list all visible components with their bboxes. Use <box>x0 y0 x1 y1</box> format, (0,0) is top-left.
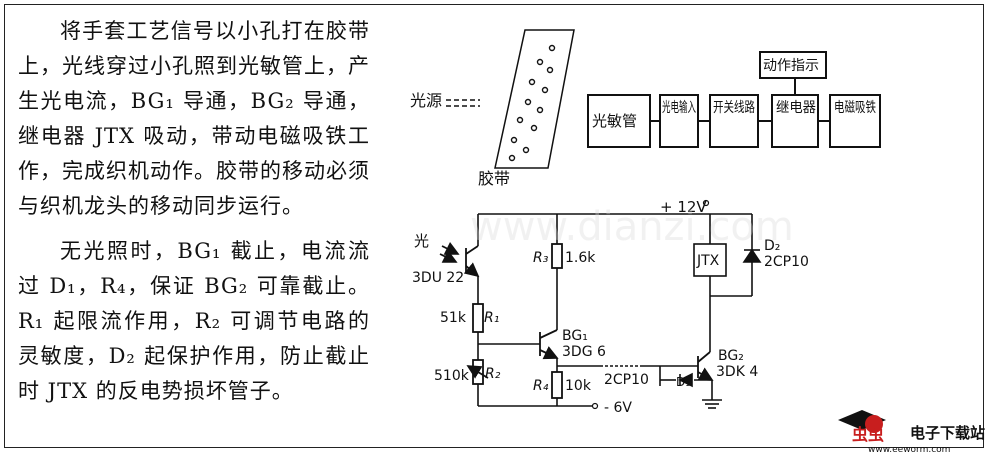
resistor-r3 <box>551 243 563 269</box>
site-logo: 虫虫 电子下载站 www.eeworm.com <box>838 410 985 455</box>
resistor-r2-adjust <box>466 365 489 379</box>
phototransistor <box>439 241 480 278</box>
block-labels: 光敏管 光电输入 开关线路 继电器 电磁吸铁 动作指示 <box>592 58 876 130</box>
r1-label: R₁ <box>484 310 499 326</box>
r2-label: R₂ <box>485 366 501 382</box>
description-text: 将手套工艺信号以小孔打在胶带上，光线穿过小孔照到光敏管上，产生光电流，BG₁ 导… <box>18 14 370 419</box>
d1-part-label: 2CP10 <box>604 372 649 388</box>
light-rays <box>446 99 480 107</box>
bg2-part-label: 3DK 4 <box>716 364 758 380</box>
logo-url: www.eeworm.com <box>868 445 950 455</box>
tape-diagram: 光源 胶带 <box>410 29 575 188</box>
d2-part-label: 2CP10 <box>764 254 809 270</box>
bg1-part-label: 3DG 6 <box>562 344 606 360</box>
paragraph-2: 无光照时，BG₁ 截止，电流流过 D₁，R₄，保证 BG₂ 可靠截止。R₁ 起限… <box>18 239 370 403</box>
light-source-label: 光源 <box>410 91 442 110</box>
bg2-label: BG₂ <box>718 348 744 364</box>
tape-strip <box>494 29 575 169</box>
r4-label: R₄ <box>533 378 549 394</box>
vminus-label: - 6V <box>604 400 632 416</box>
vplus-label: + 12V <box>660 198 707 216</box>
bg1-label: BG₁ <box>562 328 588 344</box>
tape-holes <box>508 44 556 162</box>
r1-value-label: 51k <box>440 310 467 326</box>
block-switch-label: 开关线路 <box>713 100 755 116</box>
r3-value-label: 1.6k <box>565 250 596 266</box>
jtx-label: JTX <box>696 253 720 269</box>
circuit-labels: + 12V - 6V 光 3DU 22 51k R₁ 510k R₂ R₃ 1.… <box>412 198 809 416</box>
resistor-r1 <box>472 303 484 333</box>
block-diagram <box>587 51 881 148</box>
r4-value-label: 10k <box>565 378 592 394</box>
block-indicator-label: 动作指示 <box>763 58 819 74</box>
logo-text: 电子下载站 <box>910 424 985 442</box>
transistor-bg1 <box>539 329 559 360</box>
photo-part-label: 3DU 22 <box>412 270 464 286</box>
paragraph-1: 将手套工艺信号以小孔打在胶带上，光线穿过小孔照到光敏管上，产生光电流，BG₁ 导… <box>18 19 370 218</box>
vminus-terminal <box>591 402 599 410</box>
block-indicator <box>759 51 827 79</box>
resistors <box>466 243 563 399</box>
tape-label: 胶带 <box>478 169 510 188</box>
light-label: 光 <box>414 232 429 250</box>
d1-label: D₁ <box>676 375 690 389</box>
vplus-terminal <box>702 199 710 207</box>
block-relay-label: 继电器 <box>776 100 816 116</box>
r2-value-label: 510k <box>434 368 470 384</box>
block-magnet-label: 电磁吸铁 <box>834 100 876 116</box>
block-photo-tube-label: 光敏管 <box>592 112 637 130</box>
r3-label: R₃ <box>533 250 549 266</box>
circuit-wires <box>477 213 762 409</box>
d2-label: D₂ <box>764 238 780 254</box>
watermark-text: www.dianzi.com <box>470 204 794 250</box>
figure-border <box>4 4 984 448</box>
transistor-bg2 <box>697 351 714 381</box>
logo-icon-glyphs: 虫虫 <box>852 425 884 444</box>
resistor-r4 <box>551 371 563 399</box>
block-photo-input-label: 光电输入 <box>662 100 696 116</box>
